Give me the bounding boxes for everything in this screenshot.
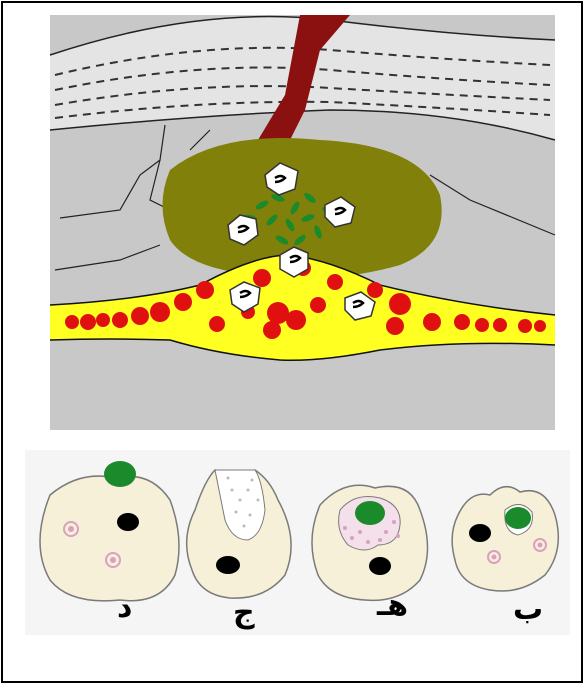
cell-label-j: ج — [233, 595, 255, 630]
cell-label-h: هـ — [377, 588, 408, 623]
cell-label-d: د — [117, 590, 132, 625]
cell-h — [312, 485, 428, 600]
cell-label-b: ب — [513, 592, 543, 627]
cell-b — [452, 487, 558, 591]
